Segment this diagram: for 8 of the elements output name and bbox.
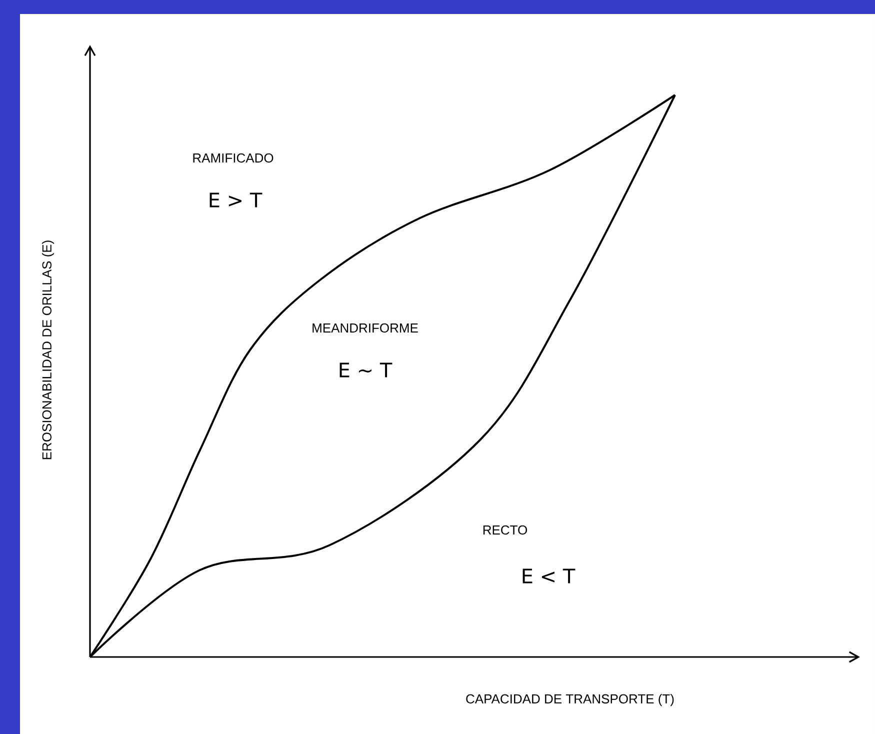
relation-label: E > T (210, 192, 262, 208)
region-label: RAMIFICADO (193, 153, 274, 163)
relation-label: E < T (522, 568, 576, 584)
region-label: MEANDRIFORME (312, 323, 418, 333)
axis-label: EROSIONABILIDAD DE ORILLAS (E) (42, 240, 54, 460)
relation-label: E ∼ T (340, 362, 392, 378)
axis-label: CAPACIDAD DE TRANSPORTE (T) (466, 694, 674, 706)
region-label: RECTO (483, 525, 528, 535)
